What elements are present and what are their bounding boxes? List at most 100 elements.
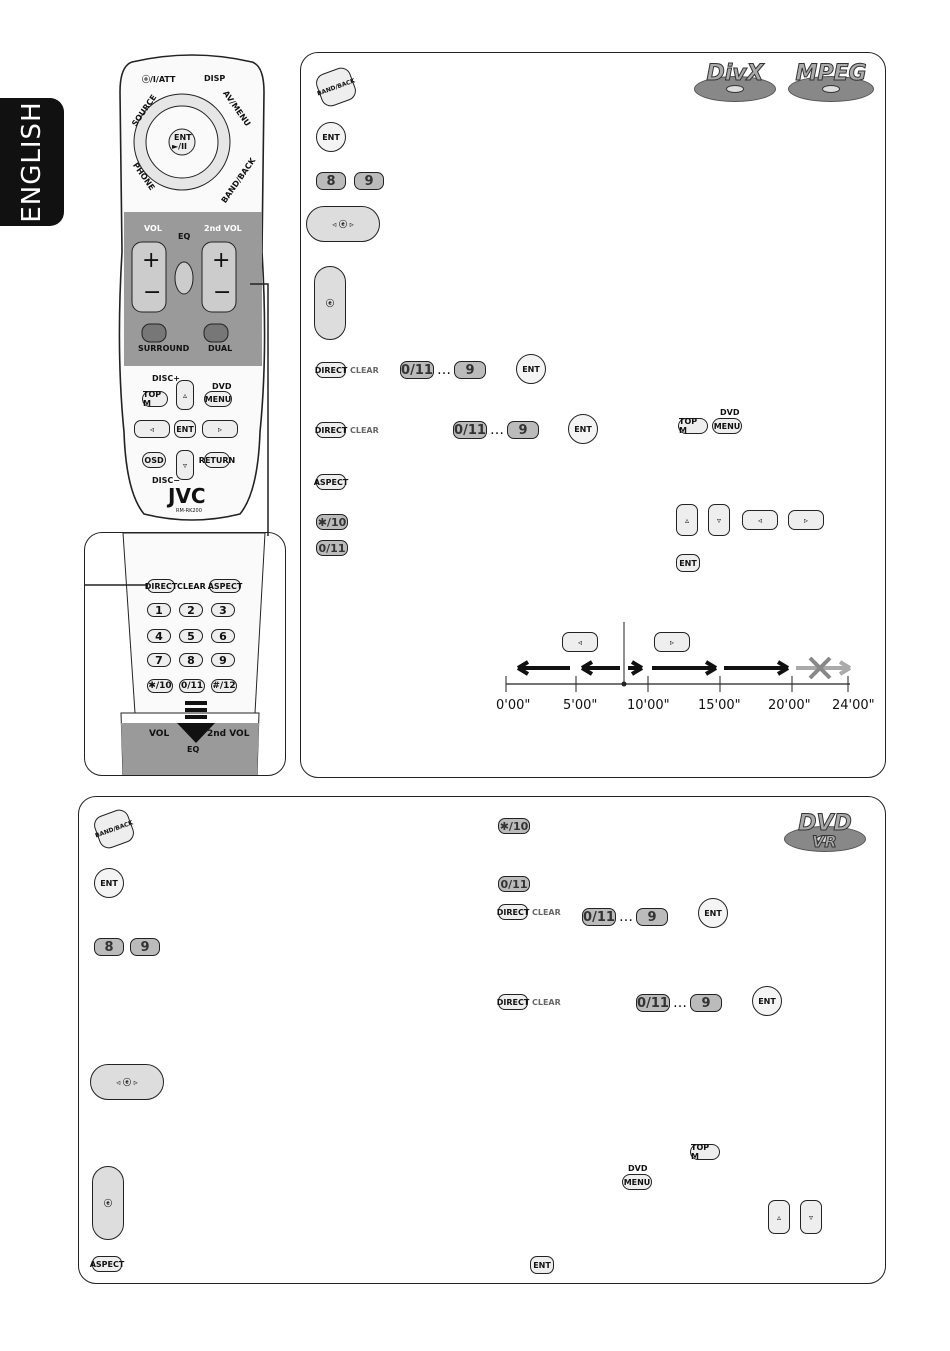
disc-plus-label: DISC+ [152,374,180,383]
keypad-key-button[interactable]: 5 [179,629,203,643]
keypad-key-button[interactable]: 3 [211,603,235,617]
bottom-ent-button-2[interactable]: ENT [752,986,782,1016]
bottom-key0-button-1[interactable]: 0/11 [582,908,616,926]
inset-second-vol-label: 2nd VOL [207,729,250,739]
keypad-key-button[interactable]: 7 [147,653,171,667]
top-key9-button-1[interactable]: 9 [454,361,486,379]
return-button[interactable]: RETURN [199,452,235,468]
bottom-key9-button[interactable]: 9 [130,938,160,956]
timeline-right-button[interactable]: ▹ [654,632,690,652]
up-button[interactable]: ▵ [176,380,194,410]
timeline-tick-label: 5'00" [563,698,598,713]
keypad-key-button[interactable]: 0/11 [179,679,205,693]
menu-button[interactable]: MENU [204,391,232,407]
timeline-tick-label: 0'00" [496,698,531,713]
left-button[interactable]: ◃ [134,420,170,438]
osd-button[interactable]: OSD [142,452,166,468]
top-key0-button-3[interactable]: 0/11 [316,540,348,556]
top-key0-button-2[interactable]: 0/11 [453,421,487,439]
top-panel [300,52,886,778]
bottom-key8-button[interactable]: 8 [94,938,124,956]
top-left-button[interactable]: ◃ [742,510,778,530]
bottom-topm-button[interactable]: TOP M [690,1143,720,1161]
top-ent-button[interactable]: ENT [316,122,346,152]
keypad-key-button[interactable]: 4 [147,629,171,643]
bottom-clear-label-2: CLEAR [532,998,561,1007]
top-ent-square-button[interactable]: ENT [676,554,700,572]
bottom-key0-button-2[interactable]: 0/11 [636,994,670,1012]
top-direct-button-1[interactable]: DIRECT [315,362,347,378]
bottom-clear-label-1: CLEAR [532,908,561,917]
bottom-ent-button-1[interactable]: ENT [698,898,728,928]
inset-remote-icon [85,533,266,775]
top-ellipsis-2: … [490,422,504,438]
top-right-button[interactable]: ▹ [788,510,824,530]
bottom-ellipsis-1: … [619,909,633,925]
keypad-key-button[interactable]: ✱/10 [147,679,173,693]
bottom-direct-button-1[interactable]: DIRECT [497,904,529,920]
keypad-key-button[interactable]: 8 [179,653,203,667]
clear-label: CLEAR [177,582,206,591]
keypad-key-button[interactable]: 6 [211,629,235,643]
top-dvd-label: DVD [720,408,740,417]
top-clear-label-2: CLEAR [350,426,379,435]
down-button[interactable]: ▿ [176,450,194,480]
top-ent-button-1[interactable]: ENT [516,354,546,384]
bottom-star10-button[interactable]: ✱/10 [498,818,530,834]
top-down-button[interactable]: ▿ [708,504,730,536]
keypad-key-button[interactable]: 1 [147,603,171,617]
brand-logo: JVC [168,484,206,508]
bottom-direct-button-2[interactable]: DIRECT [497,994,529,1010]
top-up-button[interactable]: ▵ [676,504,698,536]
right-button[interactable]: ▹ [202,420,238,438]
top-direct-button-2[interactable]: DIRECT [315,422,347,438]
timeline-tick-label: 15'00" [698,698,741,713]
top-key8-button[interactable]: 8 [316,172,346,190]
top-topm-button[interactable]: TOP M [678,417,708,435]
language-label: ENGLISH [17,101,47,223]
bottom-down-button[interactable]: ▿ [800,1200,822,1234]
top-menu-button[interactable]: MENU [712,418,742,434]
bottom-ellipsis-2: … [673,995,687,1011]
top-skip-dial-icon[interactable]: ◃ ⓔ ▹ [306,206,380,242]
top-updown-dial-icon[interactable]: ⓔ [314,266,346,340]
top-key9-button-2[interactable]: 9 [507,421,539,439]
bottom-ent-button[interactable]: ENT [94,868,124,898]
top-key0-button-1[interactable]: 0/11 [400,361,434,379]
top-ent-button-2[interactable]: ENT [568,414,598,444]
bottom-key0-button[interactable]: 0/11 [498,876,530,892]
timeline-tick-label: 20'00" [768,698,811,713]
disp-label: DISP [204,74,226,83]
vol-minus-icon: − [143,280,162,305]
bottom-updown-dial-icon[interactable]: ⓔ [92,1166,124,1240]
keypad-key-button[interactable]: 2 [179,603,203,617]
direct-button[interactable]: DIRECT [145,579,177,593]
remote-control: ⓞ/I/ATT DISP SOURCE AV/MENU ENT ►/II PHO… [112,52,272,522]
aspect-button[interactable]: ASPECT [208,579,242,593]
bottom-key9-button-2[interactable]: 9 [690,994,722,1012]
surround-label: SURROUND [138,344,190,353]
bottom-skip-dial-icon[interactable]: ◃ ⓔ ▹ [90,1064,164,1100]
inset-eq-label: EQ [187,745,200,754]
top-star10-button[interactable]: ✱/10 [316,514,348,530]
keypad-key-button[interactable]: 9 [211,653,235,667]
disc-minus-label: DISC− [152,476,180,485]
divx-disc-icon: DivX [694,61,776,102]
timeline-arrows-icon [505,622,852,692]
bottom-up-button[interactable]: ▵ [768,1200,790,1234]
top-m-button[interactable]: TOP M [142,390,168,408]
timeline-tick-label: 24'00" [832,698,875,713]
language-tab: ENGLISH [0,98,64,226]
bottom-aspect-button[interactable]: ASPECT [90,1256,124,1272]
att-label: ⓞ/I/ATT [142,75,176,84]
keypad-key-button[interactable]: #/12 [211,679,237,693]
bottom-menu-button[interactable]: MENU [622,1174,652,1190]
dvd-vr-disc-icon: DVD [784,811,866,852]
top-key9-button[interactable]: 9 [354,172,384,190]
bottom-key9-button-1[interactable]: 9 [636,908,668,926]
ent-button[interactable]: ENT [174,420,196,438]
bottom-ent-square-button[interactable]: ENT [530,1256,554,1274]
top-aspect-button[interactable]: ASPECT [314,474,348,490]
timeline-left-button[interactable]: ◃ [562,632,598,652]
